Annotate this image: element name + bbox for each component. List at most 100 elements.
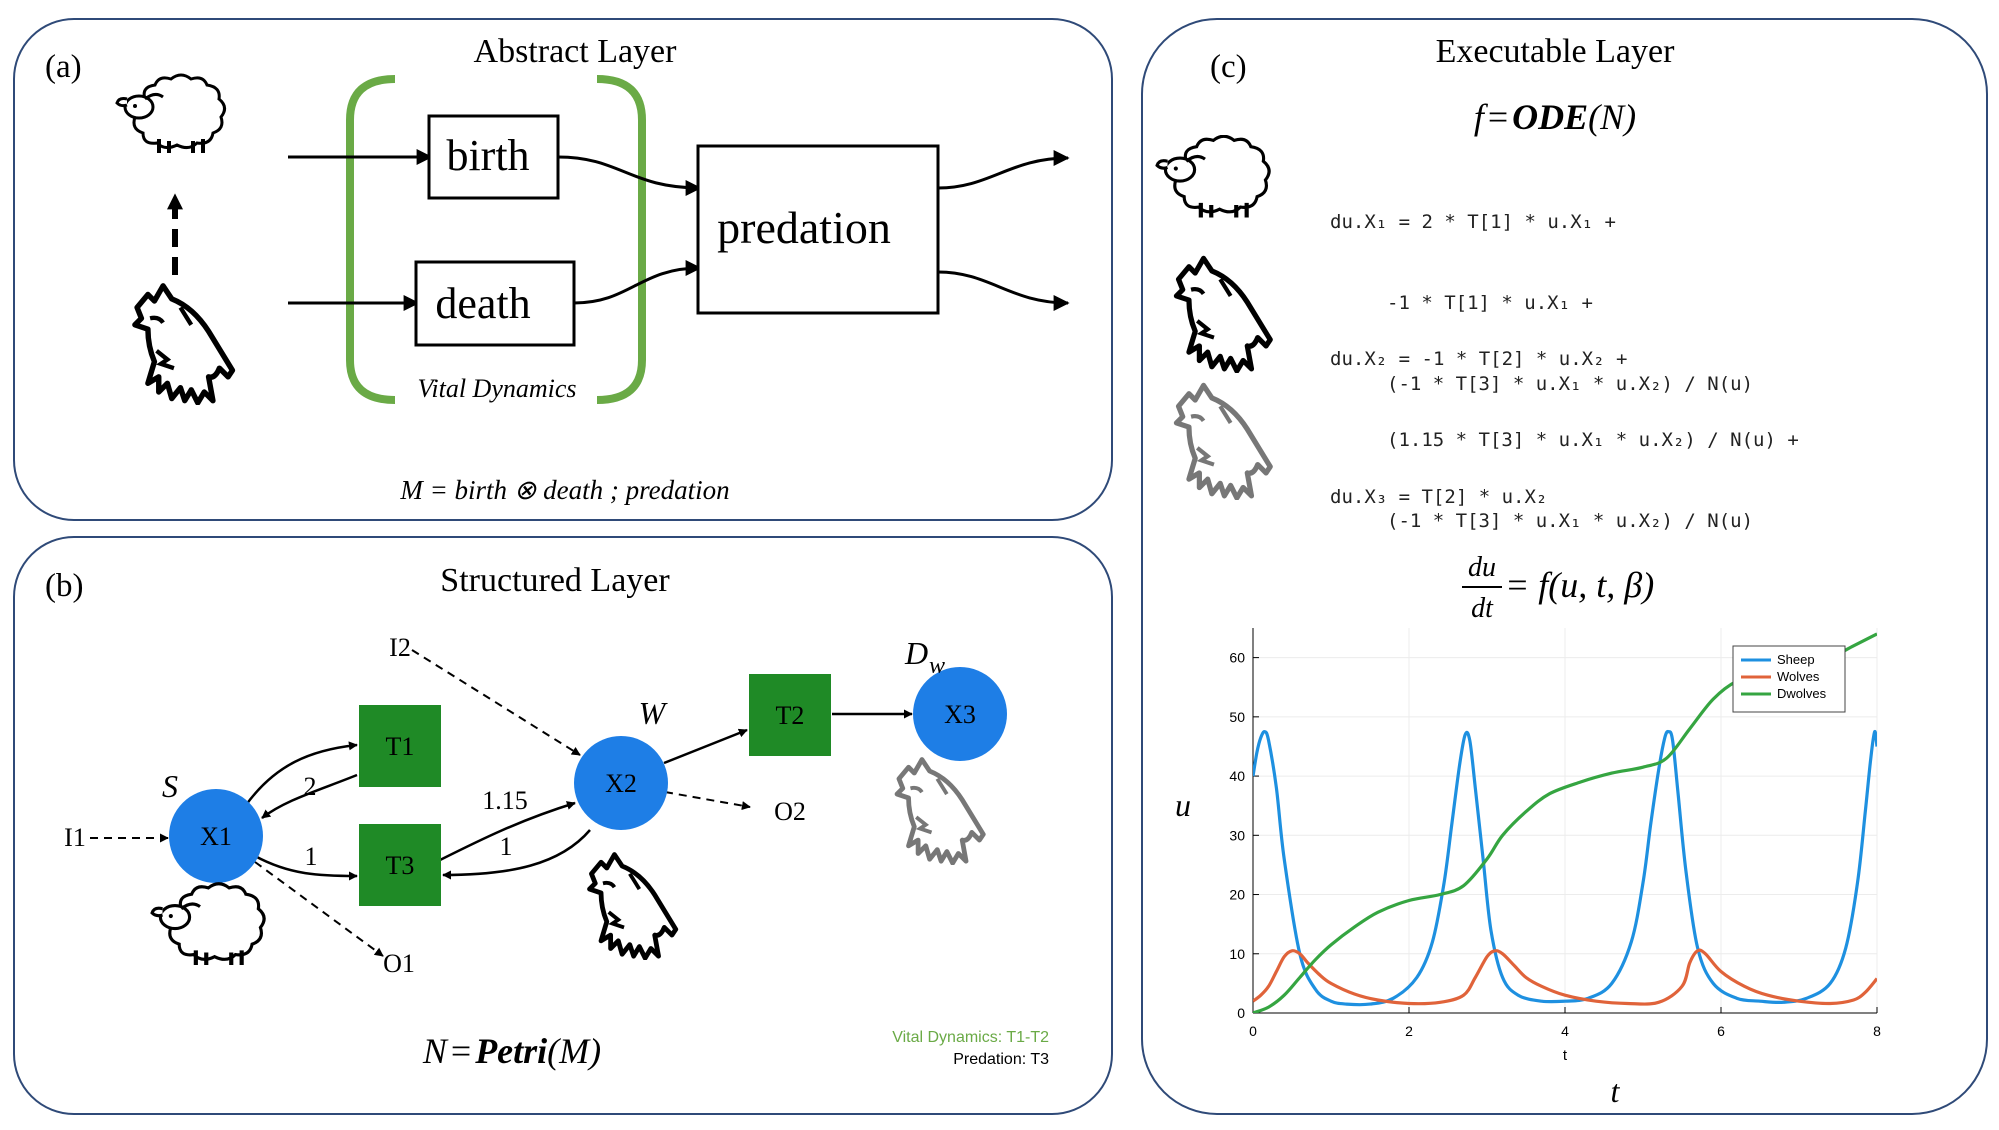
- vital-bracket-right: [596, 75, 646, 404]
- place-x2: [574, 736, 668, 830]
- x-tick-label: 0: [1249, 1023, 1257, 1039]
- place-x2-label: X2: [605, 769, 637, 798]
- legend-predation: Predation: T3: [953, 1051, 1049, 1068]
- place-x3: [913, 667, 1007, 761]
- formula-n-lhs: N: [422, 1031, 449, 1071]
- x-tick-label: 6: [1717, 1023, 1725, 1039]
- panel-a: (a) Abstract Layer Vital Dynamics birth …: [13, 18, 1113, 521]
- transition-t3-label: T3: [386, 851, 415, 880]
- edge-x1-o1: [254, 861, 384, 957]
- y-tick-label: 60: [1229, 650, 1245, 666]
- formula-n-arg: (M): [547, 1031, 601, 1071]
- panel-c-frame: [1141, 18, 1988, 1115]
- code-eq1-line1: du.X₁ = 2 * T[1] * u.X₁ +: [1330, 211, 1616, 233]
- x-tick-label: 8: [1873, 1023, 1881, 1039]
- formula-f-arg: (N): [1588, 97, 1636, 137]
- formula-m: M = birth ⊗ death ; predation: [399, 475, 729, 505]
- code-eq1-line2: -1 * T[1] * u.X₁ +: [1387, 292, 1593, 314]
- code-eq2-line3: (-1 * T[3] * u.X₁ * u.X₂) / N(u): [1387, 510, 1754, 532]
- ode-code-block-2: du.X₂ = -1 * T[2] * u.X₂ + (1.15 * T[3] …: [1330, 292, 1799, 562]
- edge-x1-t1: [244, 741, 358, 806]
- place-x3-label: X3: [944, 700, 976, 729]
- code-eq3-line1: du.X₃ = T[2] * u.X₂: [1330, 486, 1548, 508]
- y-tick-label: 30: [1229, 827, 1245, 843]
- transition-t2: [749, 674, 831, 756]
- formula-f-fn: ODE: [1512, 97, 1588, 137]
- panel-a-label: (a): [45, 49, 82, 85]
- deriv-denominator: dt: [1471, 593, 1494, 624]
- edge-t3-x2: [439, 801, 576, 862]
- edge-label-1-15: 1.15: [482, 786, 528, 815]
- panel-a-title: Abstract Layer: [474, 33, 678, 70]
- out-arrow-top: [937, 150, 1070, 190]
- edge-x2-t2: [663, 728, 748, 765]
- x-tick-label: 4: [1561, 1023, 1569, 1039]
- legend-label-dwolves: Dwolves: [1777, 686, 1827, 701]
- predation-label: predation: [717, 202, 891, 253]
- legend-vital-dynamics: Vital Dynamics: T1-T2: [892, 1029, 1049, 1046]
- panel-c-label: (c): [1210, 49, 1247, 85]
- place-x1-label: X1: [200, 822, 232, 851]
- deriv-rhs: = f(u, t, β): [1505, 565, 1654, 605]
- transition-t3: [359, 824, 441, 906]
- vital-dynamics-label: Vital Dynamics: [417, 374, 576, 403]
- port-o1: O1: [383, 949, 415, 978]
- chart-ylabel: u: [1175, 787, 1191, 823]
- port-i2: I2: [389, 633, 411, 662]
- legend-label-sheep: Sheep: [1777, 652, 1815, 667]
- formula-n-fn: Petri: [474, 1031, 547, 1071]
- transition-t1-label: T1: [386, 732, 415, 761]
- birth-box: [427, 114, 560, 200]
- formula-f: f=ODE(N): [1474, 97, 1636, 137]
- transition-t1: [359, 705, 441, 787]
- birth-label: birth: [446, 131, 529, 180]
- formula-n: N=Petri(M): [422, 1031, 601, 1071]
- place-x1: [169, 789, 263, 883]
- deriv-numerator: du: [1468, 552, 1496, 583]
- panel-b-title: Structured Layer: [440, 562, 670, 599]
- edge-label-1-b: 1: [500, 832, 513, 861]
- y-tick-label: 50: [1229, 709, 1245, 725]
- edge-x1-t3: [254, 854, 358, 881]
- code-eq1-line3: (-1 * T[3] * u.X₁ * u.X₂) / N(u): [1387, 373, 1754, 395]
- x-tick-label: 2: [1405, 1023, 1413, 1039]
- edge-x2-t3: [442, 829, 591, 880]
- panel-b: (b) Structured Layer 2 1 1.15 1 I1 I2 O1…: [13, 536, 1113, 1115]
- death-to-predation-arrow: [573, 260, 702, 305]
- edge-label-2: 2: [304, 772, 317, 801]
- code-eq2-line2: (1.15 * T[3] * u.X₁ * u.X₂) / N(u) +: [1387, 429, 1799, 451]
- transition-t2-label: T2: [776, 701, 805, 730]
- y-tick-label: 0: [1237, 1005, 1245, 1021]
- panel-b-frame: [13, 536, 1113, 1115]
- y-tick-label: 10: [1229, 946, 1245, 962]
- chart-legend-box: [1732, 645, 1846, 713]
- formula-f-eq: =: [1488, 97, 1508, 137]
- code-eq2-line1: du.X₂ = -1 * T[2] * u.X₂ +: [1330, 348, 1628, 370]
- edge-x2-o2: [664, 791, 751, 811]
- edge-label-1-a: 1: [305, 842, 318, 871]
- edge-i2-x2: [411, 649, 581, 756]
- ode-code-block-3: du.X₃ = T[2] * u.X₂: [1330, 430, 1547, 538]
- out-arrow-bottom: [937, 270, 1070, 311]
- series-line-sheep: [1253, 729, 1877, 1007]
- chart-inner-xlabel: t: [1563, 1047, 1568, 1064]
- formula-n-eq: =: [451, 1031, 471, 1071]
- death-box: [414, 260, 576, 347]
- port-o2: O2: [774, 797, 806, 826]
- species-label-dw: D: [904, 635, 928, 671]
- species-label-w: W: [639, 695, 669, 731]
- species-label-s: S: [162, 768, 178, 804]
- edge-t1-x1: [261, 773, 358, 819]
- predation-box: [696, 144, 940, 315]
- panel-c: (c) Executable Layer f=ODE(N) du dt = f(…: [1141, 18, 1988, 1115]
- vital-bracket-left: [346, 75, 396, 404]
- birth-to-predation-arrow: [557, 155, 702, 196]
- death-label: death: [435, 279, 530, 328]
- series-line-wolves: [1253, 948, 1877, 1006]
- species-label-dw-sub: w: [929, 653, 945, 679]
- ode-code-block: du.X₁ = 2 * T[1] * u.X₁ + -1 * T[1] * u.…: [1330, 155, 1753, 425]
- panel-c-title: Executable Layer: [1436, 33, 1675, 70]
- y-tick-label: 20: [1229, 887, 1245, 903]
